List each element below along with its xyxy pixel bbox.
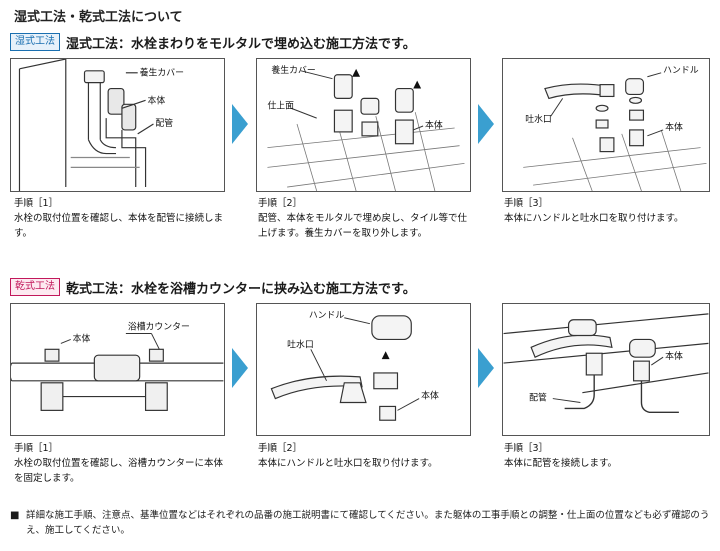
label-handle: ハンドル xyxy=(309,311,345,321)
dry-step2-text: 手順［2］ 本体にハンドルと吐水口を取り付けます。 xyxy=(258,441,472,471)
step-label: 手順［2］ xyxy=(258,443,303,454)
wet-section-title: 湿式工法：水栓まわりをモルタルで埋め込む施工方法です。 xyxy=(66,36,416,52)
label-body: 本体 xyxy=(148,94,166,106)
wet-step2-illustration: 養生カバー 仕上面 本体 xyxy=(256,58,471,192)
label-spout: 吐水口 xyxy=(525,113,552,125)
wet-step3-text: 手順［3］ 本体にハンドルと吐水口を取り付けます。 xyxy=(504,196,714,226)
step-arrow-icon xyxy=(478,104,494,144)
dry-step2-illustration: ハンドル 吐水口 本体 xyxy=(256,303,471,436)
label-finish-surface: 仕上面 xyxy=(267,99,294,111)
dry-section-title: 乾式工法：水栓を浴槽カウンターに挟み込む施工方法です。 xyxy=(66,281,416,297)
label-pipe: 配管 xyxy=(529,392,547,404)
wet-step3-illustration: 吐水口 ハンドル 本体 xyxy=(502,58,710,192)
step-label: 手順［2］ xyxy=(258,198,303,209)
dry-step3-illustration: 本体 配管 xyxy=(502,303,710,436)
step-label: 手順［1］ xyxy=(14,198,59,209)
label-body: 本体 xyxy=(665,121,683,133)
step-description: 水栓の取付位置を確認し、本体を配管に接続します。 xyxy=(14,213,224,239)
step-description: 本体にハンドルと吐水口を取り付けます。 xyxy=(258,458,438,469)
wet-step2-text: 手順［2］ 配管、本体をモルタルで埋め戻し、タイル等で仕上げます。養生カバーを取… xyxy=(258,196,472,241)
step-label: 手順［3］ xyxy=(504,443,549,454)
dry-section-header: 乾式工法 乾式工法：水栓を浴槽カウンターに挟み込む施工方法です。 xyxy=(10,277,416,297)
dry-step3-text: 手順［3］ 本体に配管を接続します。 xyxy=(504,441,714,471)
label-spout: 吐水口 xyxy=(287,338,314,350)
label-protective-cover: 養生カバー xyxy=(271,64,315,76)
step-arrow-icon xyxy=(478,348,494,388)
footnote-text: 詳細な施工手順、注意点、基準位置などはそれぞれの品番の施工説明書にて確認してくだ… xyxy=(26,510,710,536)
wet-section-header: 湿式工法 湿式工法：水栓まわりをモルタルで埋め込む施工方法です。 xyxy=(10,32,416,52)
page-title: 湿式工法・乾式工法について xyxy=(14,10,183,25)
dry-method-tag: 乾式工法 xyxy=(10,278,60,296)
label-body: 本体 xyxy=(421,390,439,402)
step-description: 本体にハンドルと吐水口を取り付けます。 xyxy=(504,213,684,224)
label-pipe: 配管 xyxy=(155,117,173,129)
step-description: 本体に配管を接続します。 xyxy=(504,458,618,469)
wet-method-tag: 湿式工法 xyxy=(10,33,60,51)
step-label: 手順［3］ xyxy=(504,198,549,209)
bullet-square-icon: ■ xyxy=(10,510,20,521)
label-handle: ハンドル xyxy=(663,66,699,76)
dry-step1-text: 手順［1］ 水栓の取付位置を確認し、浴槽カウンターに本体を固定します。 xyxy=(14,441,226,486)
label-body: 本体 xyxy=(425,119,443,131)
step-label: 手順［1］ xyxy=(14,443,59,454)
dry-step1-illustration: 本体 浴槽カウンター xyxy=(10,303,225,436)
label-body: 本体 xyxy=(73,332,91,344)
step-arrow-icon xyxy=(232,348,248,388)
wet-step1-illustration: 養生カバー 本体 配管 xyxy=(10,58,225,192)
step-description: 水栓の取付位置を確認し、浴槽カウンターに本体を固定します。 xyxy=(14,458,224,484)
label-body: 本体 xyxy=(665,350,683,362)
label-protective-cover: 養生カバー xyxy=(140,67,184,79)
label-bath-counter: 浴槽カウンター xyxy=(128,321,190,333)
step-description: 配管、本体をモルタルで埋め戻し、タイル等で仕上げます。養生カバーを取り外します。 xyxy=(258,213,468,239)
footnote: ■ 詳細な施工手順、注意点、基準位置などはそれぞれの品番の施工説明書にて確認して… xyxy=(10,508,715,538)
step-arrow-icon xyxy=(232,104,248,144)
wet-step1-text: 手順［1］ 水栓の取付位置を確認し、本体を配管に接続します。 xyxy=(14,196,226,241)
